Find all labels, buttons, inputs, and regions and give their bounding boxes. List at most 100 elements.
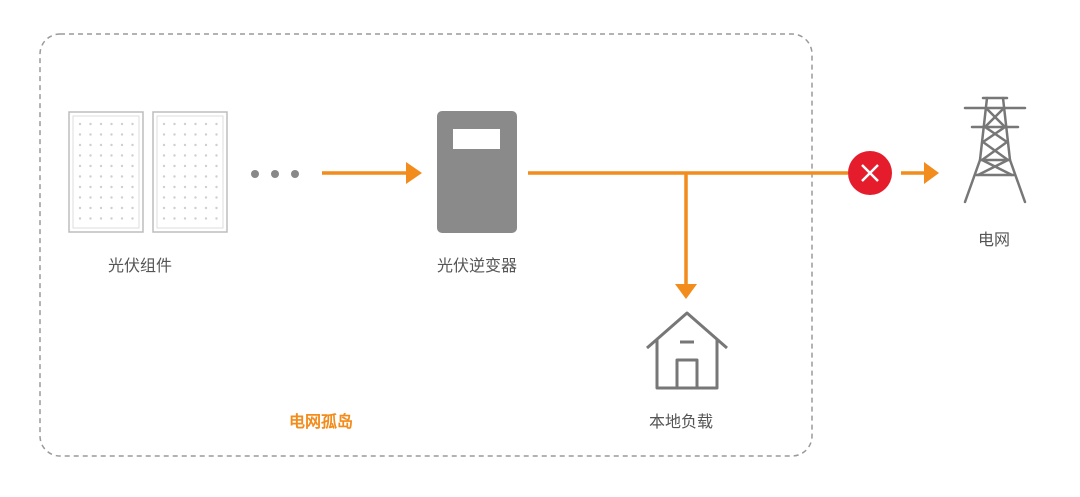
panel-cell-dot bbox=[89, 143, 92, 147]
panel-cell-dot bbox=[131, 122, 134, 126]
panel-cell-dot bbox=[162, 154, 166, 157]
panel-cell-dot bbox=[110, 217, 113, 220]
panel-cell-dot bbox=[204, 122, 208, 126]
panel-cell-dot bbox=[131, 206, 134, 210]
panel-cell-dot bbox=[204, 196, 208, 199]
panel-cell-dot bbox=[89, 185, 92, 189]
solar-panel-icon bbox=[152, 111, 228, 233]
flow-arrow-to-grid bbox=[901, 162, 939, 184]
panel-cell-dot bbox=[215, 133, 218, 136]
panel-cell-dot bbox=[78, 164, 82, 168]
panel-cell-dot bbox=[89, 206, 92, 210]
panel-cell-dot bbox=[120, 175, 124, 178]
panel-cell-dot bbox=[173, 217, 176, 220]
panel-cell-dot bbox=[215, 143, 218, 147]
panel-cell-dot bbox=[215, 185, 218, 189]
transmission-tower-icon bbox=[963, 96, 1027, 204]
panel-cell-dot bbox=[131, 217, 134, 220]
panel-cell-dot bbox=[120, 206, 124, 210]
panel-cell-dot bbox=[183, 185, 187, 189]
panel-cell-dot bbox=[194, 122, 197, 126]
panel-cell-dot bbox=[215, 122, 218, 126]
panel-cell-dot bbox=[162, 133, 166, 136]
panel-cell-dot bbox=[173, 185, 176, 189]
house-icon bbox=[646, 311, 728, 390]
panel-cell-dot bbox=[183, 154, 187, 157]
panel-cell-dot bbox=[89, 133, 92, 136]
close-icon bbox=[848, 151, 892, 195]
panel-cell-dot bbox=[183, 217, 187, 220]
panel-cell-dot bbox=[194, 154, 197, 157]
panel-cell-dot bbox=[110, 185, 113, 189]
panel-cell-dot bbox=[99, 122, 103, 126]
panel-cell-dot bbox=[78, 143, 82, 147]
panel-cell-dot bbox=[204, 164, 208, 168]
flow-arrow-to-inverter bbox=[322, 162, 422, 184]
panel-cell-dot bbox=[194, 196, 197, 199]
panel-cell-dot bbox=[162, 164, 166, 168]
panel-cell-dot bbox=[183, 164, 187, 168]
panel-cell-dot bbox=[89, 154, 92, 157]
panel-cell-dot bbox=[89, 175, 92, 178]
panel-cell-dot bbox=[120, 133, 124, 136]
panel-cell-dot bbox=[131, 154, 134, 157]
panel-cell-dot bbox=[215, 154, 218, 157]
panel-cell-dot bbox=[89, 164, 92, 168]
panel-cell-dot bbox=[173, 164, 176, 168]
panel-cell-dot bbox=[110, 164, 113, 168]
pv-inverter-label: 光伏逆变器 bbox=[437, 256, 518, 275]
panel-cell-dot bbox=[173, 122, 176, 126]
panel-cell-dot bbox=[204, 154, 208, 157]
panel-cell-dot bbox=[110, 154, 113, 157]
panel-cell-dot bbox=[120, 196, 124, 199]
panel-cell-dot bbox=[120, 122, 124, 126]
solar-panel-icon bbox=[68, 111, 144, 233]
panel-cell-dot bbox=[110, 175, 113, 178]
panel-cell-dot bbox=[194, 217, 197, 220]
panel-cell-dot bbox=[89, 217, 92, 220]
panel-cell-dot bbox=[99, 196, 103, 199]
panel-cell-dot bbox=[99, 154, 103, 157]
panel-cell-dot bbox=[99, 164, 103, 168]
panel-cell-dot bbox=[194, 143, 197, 147]
panel-cell-dot bbox=[215, 196, 218, 199]
panel-cell-dot bbox=[99, 185, 103, 189]
inverter-icon bbox=[437, 111, 517, 233]
panel-cell-dot bbox=[162, 175, 166, 178]
panel-cell-dot bbox=[78, 133, 82, 136]
island-label: 电网孤岛 bbox=[289, 412, 354, 431]
panel-cell-dot bbox=[215, 175, 218, 178]
panel-cell-dot bbox=[162, 217, 166, 220]
local-load-label: 本地负载 bbox=[649, 412, 714, 431]
panel-cell-dot bbox=[194, 185, 197, 189]
grid-label: 电网 bbox=[978, 230, 1011, 249]
panel-cell-dot bbox=[120, 217, 124, 220]
panel-cell-dot bbox=[204, 175, 208, 178]
panel-cell-dot bbox=[99, 217, 103, 220]
panel-cell-dot bbox=[215, 217, 218, 220]
panel-cell-dot bbox=[110, 133, 113, 136]
panel-cell-dot bbox=[131, 164, 134, 168]
panel-cell-dot bbox=[215, 206, 218, 210]
panel-cell-dot bbox=[78, 217, 82, 220]
panel-cell-dot bbox=[183, 206, 187, 210]
panel-cell-dot bbox=[78, 206, 82, 210]
panel-cell-dot bbox=[131, 185, 134, 189]
panel-cell-dot bbox=[204, 217, 208, 220]
panel-cell-dot bbox=[194, 206, 197, 210]
panel-cell-dot bbox=[78, 154, 82, 157]
panel-cell-dot bbox=[162, 122, 166, 126]
panel-cell-dot bbox=[173, 196, 176, 199]
panel-cell-dot bbox=[110, 196, 113, 199]
panel-cell-dot bbox=[99, 133, 103, 136]
panel-cell-dot bbox=[173, 175, 176, 178]
panel-cell-dot bbox=[131, 175, 134, 178]
panel-cell-dot bbox=[173, 143, 176, 147]
panel-cell-dot bbox=[204, 185, 208, 189]
panel-cell-dot bbox=[110, 206, 113, 210]
panel-cell-dot bbox=[162, 185, 166, 189]
panel-cell-dot bbox=[99, 143, 103, 147]
island-boundary bbox=[39, 33, 813, 457]
panel-cell-dot bbox=[120, 154, 124, 157]
